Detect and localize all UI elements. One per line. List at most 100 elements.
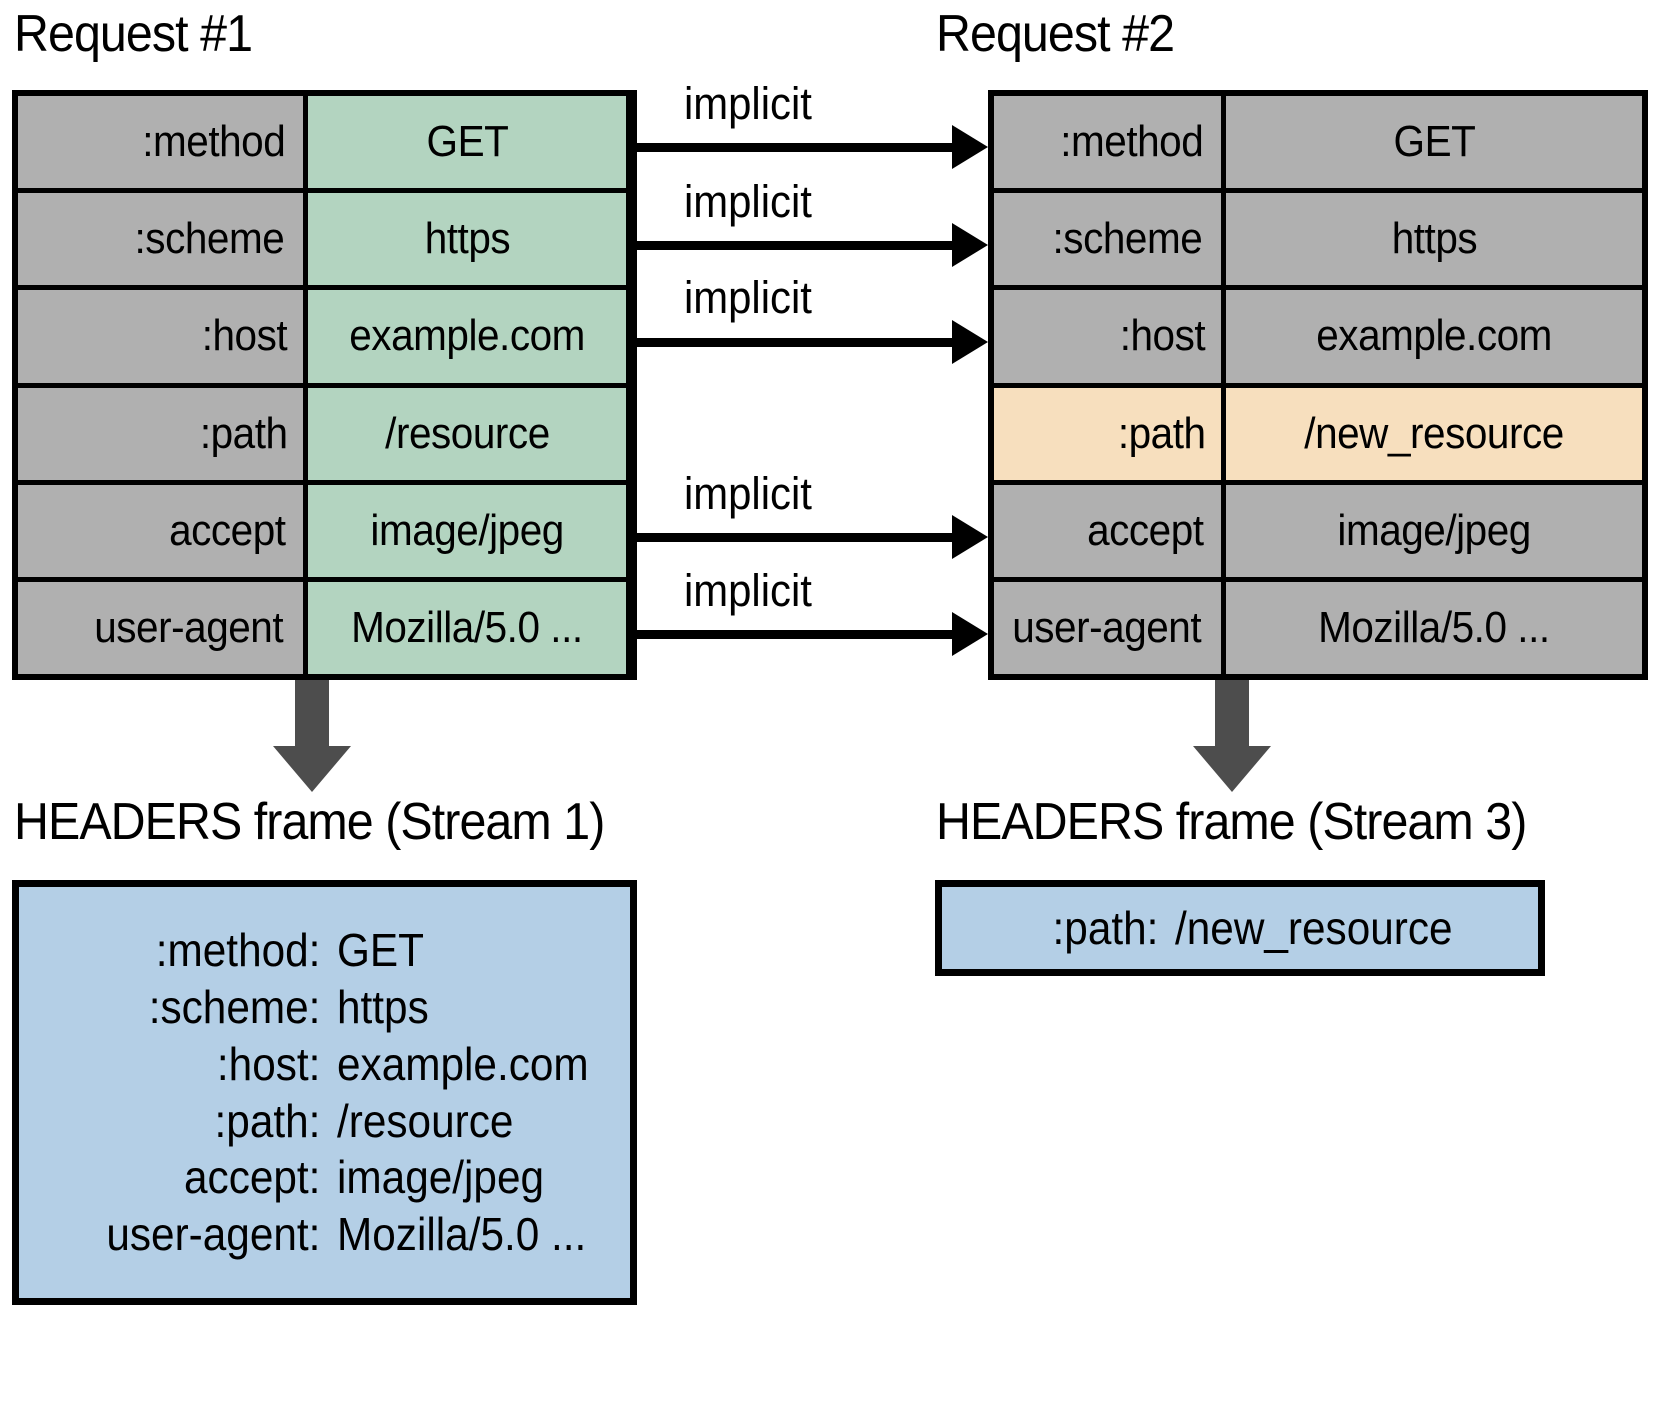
header-name-text: :path (1117, 408, 1206, 458)
down-arrow-right-icon (1193, 680, 1271, 794)
header-value-cell: Mozilla/5.0 ... (308, 581, 626, 675)
table-row: :scheme https (18, 193, 631, 291)
down-arrow-shaft (295, 680, 329, 748)
implicit-arrow-head-icon (952, 125, 988, 169)
table-row: accept image/jpeg (18, 484, 631, 582)
header-value-text: /new_resource (1304, 408, 1564, 458)
header-name-text: :path (199, 408, 288, 458)
down-arrow-shaft (1215, 680, 1249, 748)
header-name-cell: :host (18, 290, 308, 383)
implicit-arrow-line (637, 338, 959, 347)
header-value: /new_resource (1175, 901, 1453, 954)
header-name-cell: :path (18, 387, 308, 480)
table-row: user-agent Mozilla/5.0 ... (18, 581, 631, 675)
header-name-text: accept (169, 505, 286, 555)
header-value-text: /resource (384, 408, 550, 458)
implicit-label: implicit (684, 176, 812, 227)
header-value-text: GET (426, 117, 508, 167)
header-value: /resource (337, 1094, 514, 1147)
implicit-arrow-head-icon (952, 320, 988, 364)
list-item: :scheme: https (19, 979, 630, 1036)
headers-frame-1-title: HEADERS frame (Stream 1) (14, 793, 605, 851)
list-item: user-agent: Mozilla/5.0 ... (19, 1206, 630, 1263)
header-value-cell: GET (308, 96, 626, 189)
header-value-text: example.com (349, 311, 585, 361)
header-value: https (337, 980, 429, 1033)
list-item: accept: image/jpeg (19, 1149, 630, 1206)
header-name-cell: :scheme (994, 193, 1226, 286)
implicit-label: implicit (684, 78, 812, 129)
header-value-cell: https (308, 193, 626, 286)
header-value-cell: example.com (1226, 290, 1642, 383)
header-name-cell: accept (18, 484, 308, 577)
headers-frame-2-list: :path: /new_resource (942, 887, 1538, 969)
header-name-cell: :path (994, 387, 1226, 480)
header-value-cell: /resource (308, 387, 626, 480)
header-key: :method: (155, 923, 321, 976)
table-row: :host example.com (18, 290, 631, 388)
down-arrow-head (273, 746, 351, 792)
table-row: user-agent Mozilla/5.0 ... (994, 581, 1642, 675)
request2-header-table: :method GET :scheme https :host example.… (988, 90, 1648, 680)
header-value-text: image/jpeg (1337, 505, 1531, 555)
header-name-text: accept (1087, 505, 1204, 555)
headers-frame-2-title: HEADERS frame (Stream 3) (936, 793, 1527, 851)
header-value: example.com (337, 1037, 589, 1090)
header-name-text: :method (1059, 117, 1204, 167)
list-item: :path: /new_resource (942, 901, 1538, 954)
header-key: :path: (1052, 901, 1159, 954)
table-row: :method GET (18, 96, 631, 194)
header-name-cell: :method (18, 96, 308, 189)
header-value-cell: Mozilla/5.0 ... (1226, 581, 1642, 675)
header-value-cell: https (1226, 193, 1642, 286)
list-item: :path: /resource (19, 1093, 630, 1150)
implicit-label: implicit (684, 272, 812, 323)
implicit-arrow-line (637, 241, 959, 250)
header-name-cell: :host (994, 290, 1226, 383)
header-name-text: user-agent (1011, 602, 1201, 652)
header-value: GET (337, 923, 424, 976)
header-key: :host: (216, 1037, 321, 1090)
header-name-cell: user-agent (18, 581, 308, 675)
request2-title: Request #2 (936, 5, 1175, 63)
implicit-arrow-head-icon (952, 223, 988, 267)
table-row: :scheme https (994, 193, 1642, 291)
table-row-highlighted: :path /new_resource (994, 387, 1642, 485)
header-value: Mozilla/5.0 ... (337, 1208, 587, 1261)
request1-header-table: :method GET :scheme https :host example.… (12, 90, 637, 680)
implicit-arrow-line (637, 533, 959, 542)
header-name-cell: user-agent (994, 581, 1226, 675)
header-value-text: GET (1393, 117, 1475, 167)
header-name-text: :host (201, 311, 288, 361)
list-item: :method: GET (19, 922, 630, 979)
header-value-text: https (1391, 214, 1477, 264)
implicit-label: implicit (684, 468, 812, 519)
table-row: :host example.com (994, 290, 1642, 388)
headers-frame-1-box: :method: GET :scheme: https :host: examp… (12, 880, 637, 1305)
header-name-cell: :scheme (18, 193, 308, 286)
implicit-arrow-head-icon (952, 515, 988, 559)
down-arrow-left-icon (273, 680, 351, 794)
header-value: image/jpeg (337, 1151, 545, 1204)
header-name-text: :method (141, 117, 286, 167)
header-key: :path: (214, 1094, 321, 1147)
header-key: :scheme: (148, 980, 321, 1033)
implicit-arrow-head-icon (952, 612, 988, 656)
header-name-text: :scheme (1052, 214, 1203, 264)
header-name-text: :host (1119, 311, 1206, 361)
header-value-text: https (424, 214, 510, 264)
table-row: :method GET (994, 96, 1642, 194)
header-name-cell: :method (994, 96, 1226, 189)
header-value-cell: image/jpeg (1226, 484, 1642, 577)
down-arrow-head (1193, 746, 1271, 792)
header-value-cell: image/jpeg (308, 484, 626, 577)
implicit-arrow-line (637, 143, 959, 152)
header-value-text: Mozilla/5.0 ... (1318, 602, 1550, 652)
table-row: accept image/jpeg (994, 484, 1642, 582)
header-value-cell: GET (1226, 96, 1642, 189)
header-value-text: example.com (1316, 311, 1552, 361)
header-name-text: user-agent (93, 602, 283, 652)
header-value-cell: /new_resource (1226, 387, 1642, 480)
header-name-text: :scheme (134, 214, 285, 264)
implicit-label: implicit (684, 565, 812, 616)
